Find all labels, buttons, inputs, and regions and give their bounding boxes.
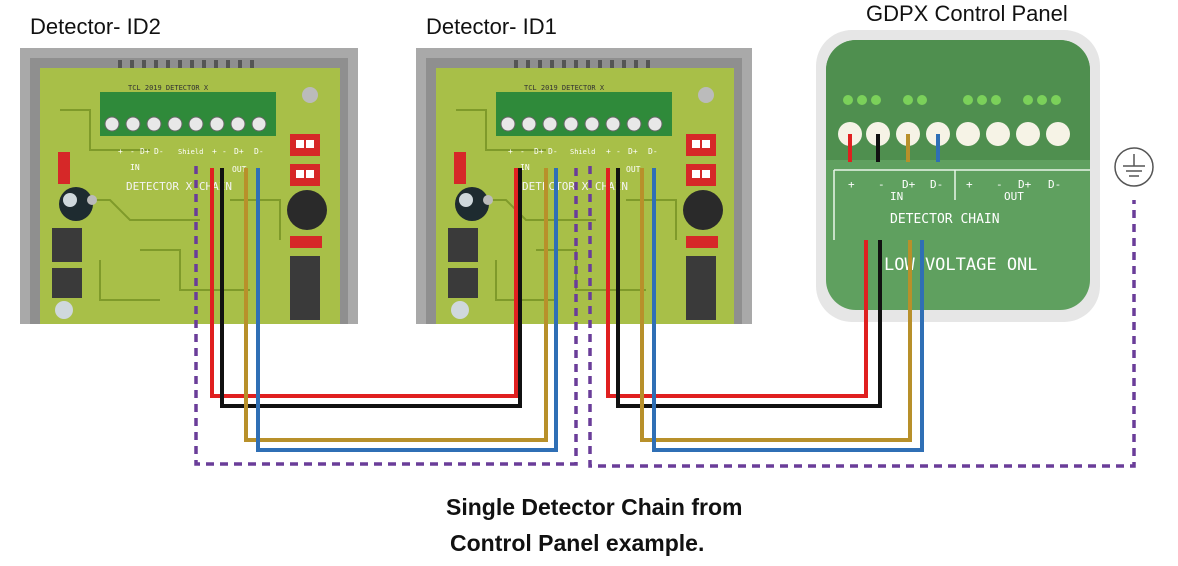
terminal-out-plus: + — [212, 147, 217, 156]
ground-icon — [1114, 147, 1154, 187]
panel-terminal-dminus-out: D- — [1048, 178, 1061, 191]
control-panel-board: + - D+ D- + - D+ D- IN OUT DETECTOR CHAI… — [816, 30, 1100, 322]
caption-line-2: Control Panel example. — [450, 530, 705, 556]
panel-terminal-dplus-in: D+ — [902, 178, 916, 191]
board-text: TCL 2019 DETECTOR X — [128, 84, 209, 92]
shield-wires — [194, 166, 1136, 468]
panel-in-label: IN — [890, 190, 903, 203]
panel-out-label: OUT — [1004, 190, 1024, 203]
terminal-in-dplus: D+ — [534, 147, 544, 156]
board-text: TCL 2019 DETECTOR X — [524, 84, 605, 92]
wire-data-plus — [244, 168, 548, 442]
terminal-out-dminus: D- — [254, 147, 264, 156]
detector-id2-title: Detector- ID2 — [30, 14, 161, 39]
panel-terminal-plus-in: + — [848, 178, 855, 191]
shield-label: Shield — [570, 148, 595, 156]
detector-id1-title: Detector- ID1 — [426, 14, 557, 39]
wire-positive — [606, 168, 868, 398]
caption-line-1: Single Detector Chain from — [446, 494, 743, 520]
in-label: IN — [130, 163, 140, 172]
panel-terminal-wires — [848, 134, 940, 162]
control-panel-title: GDPX Control Panel — [866, 1, 1068, 26]
terminal-out-minus: - — [616, 147, 621, 156]
detector-id2-board: TCL 2019 DETECTOR X + - D+ D- Shield + -… — [20, 48, 358, 324]
terminal-in-minus: - — [130, 147, 135, 156]
wire-data-minus — [256, 168, 558, 452]
panel-terminal-plus-out: + — [966, 178, 973, 191]
terminal-in-dplus: D+ — [140, 147, 150, 156]
panel-terminal-dminus-in: D- — [930, 178, 943, 191]
out-label: OUT — [626, 165, 641, 174]
wires-id1-to-id2 — [210, 168, 558, 452]
terminal-out-dminus: D- — [648, 147, 658, 156]
detector-id1-board: TCL 2019 DETECTOR X + - D+ D- Shield + -… — [416, 48, 752, 324]
wires-panel-to-id1 — [606, 168, 924, 452]
panel-terminal-minus-in: - — [878, 178, 885, 191]
terminal-in-plus: + — [508, 147, 513, 156]
chain-label: DETECTOR X CHAIN — [126, 180, 232, 193]
terminal-in-minus: - — [520, 147, 525, 156]
terminal-in-dminus: D- — [154, 147, 164, 156]
wire-negative — [616, 168, 882, 408]
in-label: IN — [520, 163, 530, 172]
wire-data-plus — [640, 168, 912, 442]
panel-voltage-label: LOW VOLTAGE ONL — [884, 255, 1038, 275]
panel-chain-label: DETECTOR CHAIN — [890, 212, 1000, 227]
terminal-in-plus: + — [118, 147, 123, 156]
out-label: OUT — [232, 165, 247, 174]
panel-terminal-minus-out: - — [996, 178, 1003, 191]
wire-positive — [210, 168, 518, 398]
terminal-in-dminus: D- — [548, 147, 558, 156]
wire-data-minus — [652, 168, 924, 452]
terminal-out-minus: - — [222, 147, 227, 156]
panel-terminal-dplus-out: D+ — [1018, 178, 1032, 191]
shield-wire-id1-to-id2 — [194, 166, 578, 466]
terminal-out-dplus: D+ — [628, 147, 638, 156]
shield-label: Shield — [178, 148, 203, 156]
terminal-out-dplus: D+ — [234, 147, 244, 156]
wire-negative — [220, 168, 522, 408]
terminal-out-plus: + — [606, 147, 611, 156]
